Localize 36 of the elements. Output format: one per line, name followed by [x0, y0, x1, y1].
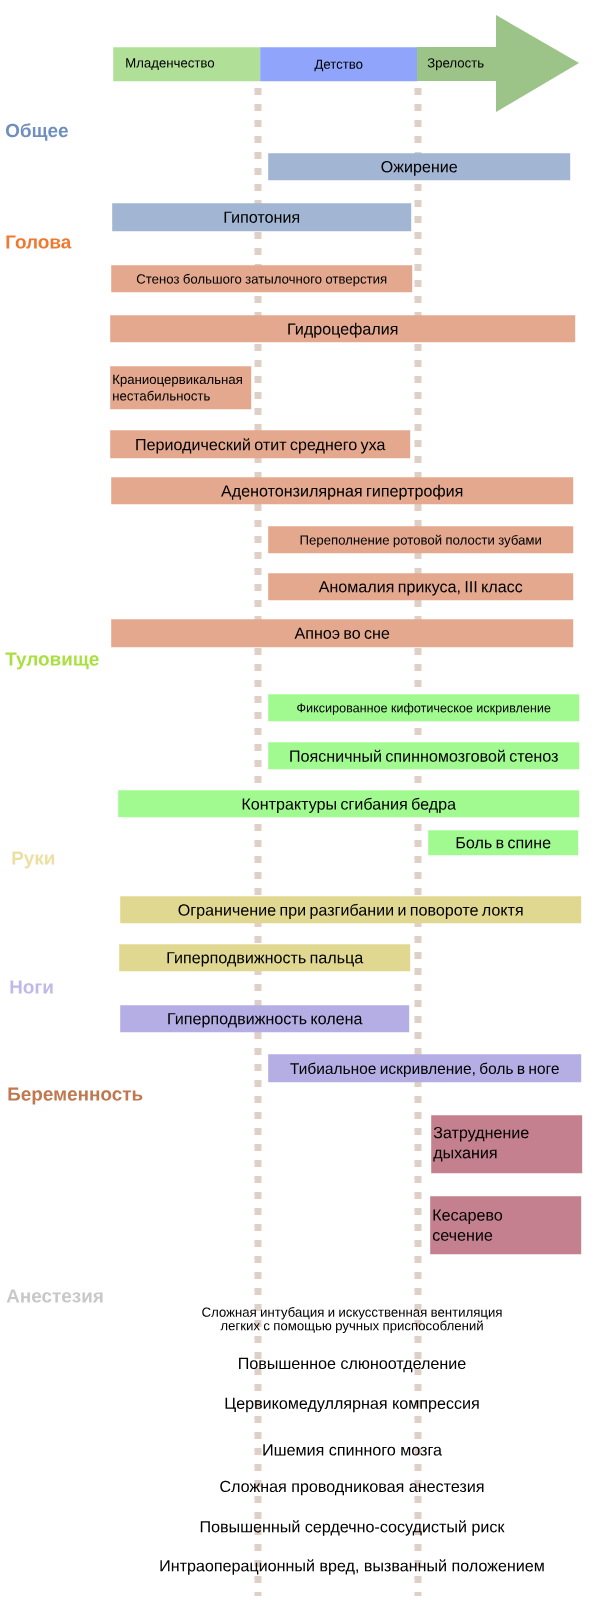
- condition-bar: Поясничный спинномозговой стеноз: [268, 742, 580, 770]
- section-heading: Руки: [12, 851, 55, 869]
- timeline-segment: Младенчество: [113, 47, 261, 82]
- list-item: Повышенный сердечно-сосудистый риск: [200, 1520, 505, 1536]
- section-heading: Голова: [6, 235, 72, 249]
- condition-bar: Кесарево сечение: [430, 1196, 582, 1255]
- condition-bar: Фиксированное кифотическое искривление: [268, 694, 580, 722]
- timeline-segment: Зрелость: [417, 15, 579, 112]
- timeline-segment: Детство: [260, 47, 418, 82]
- condition-bar: Боль в спине: [428, 830, 579, 856]
- condition-bar: Тибиальное искривление, боль в ноге: [268, 1054, 582, 1083]
- list-item: Интраоперационный вред, вызванный положением: [160, 1559, 544, 1575]
- condition-bar: Стеноз большого затылочного отверстия: [111, 265, 413, 293]
- list-item: Ишемия спинного мозга: [263, 1444, 442, 1456]
- condition-bar: Гипотония: [112, 203, 412, 232]
- list-item: Сложная проводниковая анестезия: [220, 1480, 484, 1496]
- condition-bar: Апноэ во сне: [111, 619, 574, 648]
- condition-bar: Гидроцефалия: [110, 315, 576, 343]
- condition-bar: Аномалия прикуса, III класс: [268, 573, 574, 601]
- section-heading: Общее: [5, 123, 68, 141]
- list-item: Сложная интубация и искусственная вентиляция легких с помощью ручных приспособлений: [202, 1307, 502, 1333]
- section-heading: Ноги: [10, 980, 53, 994]
- condition-bar: Аденотонзилярная гипертрофия: [111, 477, 574, 505]
- condition-bar: Краниоцервикальная нестабильность: [110, 366, 252, 410]
- list-item: Цервикомедуллярная компрессия: [225, 1397, 479, 1413]
- condition-bar: Ожирение: [268, 153, 571, 181]
- condition-bar: Ограничение при разгибании и повороте локтя: [120, 896, 582, 924]
- condition-bar: Гиперподвижность колена: [120, 1005, 410, 1033]
- condition-bar: Контрактуры сгибания бедра: [118, 790, 580, 818]
- section-heading: Беременность: [8, 1087, 143, 1105]
- condition-bar: Периодический отит среднего уха: [110, 430, 411, 459]
- section-heading: Туловище: [5, 652, 99, 670]
- condition-bar: Гиперподвижность пальца: [119, 944, 411, 972]
- list-item: Повышенное слюноотделение: [239, 1357, 466, 1373]
- condition-bar: Переполнение ротовой полости зубами: [268, 526, 574, 554]
- condition-bar: Затруднение дыхания: [431, 1115, 583, 1174]
